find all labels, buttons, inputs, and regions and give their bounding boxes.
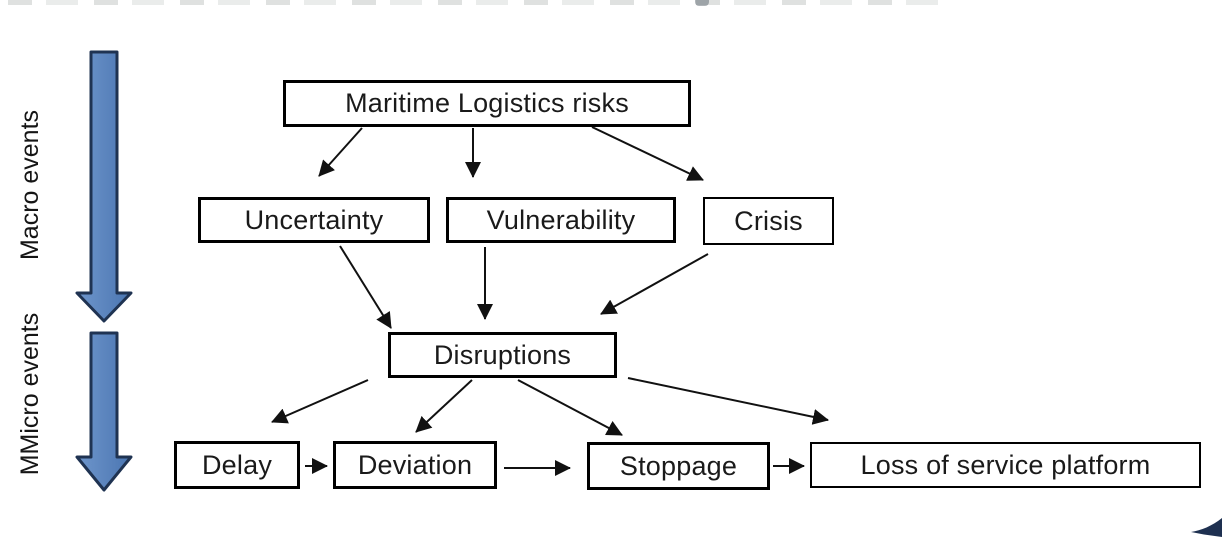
node-stoppage: Stoppage	[587, 442, 770, 490]
corner-swoosh-remnant	[1191, 518, 1222, 537]
node-uncertainty: Uncertainty	[198, 197, 430, 243]
edge-disruptions-deviation	[415, 379, 473, 433]
edge-disruptions-stoppage	[517, 379, 623, 436]
cropped-title-remnant-mark	[695, 0, 709, 6]
micro-events-arrow	[75, 331, 133, 492]
edge-maritime-crisis	[591, 126, 704, 181]
edge-disruptions-delay	[271, 379, 369, 424]
node-vulnerability: Vulnerability	[446, 197, 676, 243]
macro-events-arrow	[75, 50, 133, 323]
micro-events-label: MMicro events	[15, 312, 44, 476]
node-maritime-logistics-risks: Maritime Logistics risks	[283, 80, 691, 127]
node-delay: Delay	[174, 441, 300, 489]
node-disruptions: Disruptions	[388, 332, 617, 378]
edge-uncertainty-disruptions	[339, 245, 392, 329]
edge-crisis-disruptions	[600, 253, 709, 315]
cropped-title-remnant	[8, 0, 948, 5]
edge-maritime-uncertainty	[318, 127, 363, 177]
node-crisis: Crisis	[703, 197, 834, 245]
node-deviation: Deviation	[333, 441, 497, 489]
edge-disruptions-loss	[627, 377, 829, 425]
node-loss-of-service-platform: Loss of service platform	[810, 442, 1201, 488]
